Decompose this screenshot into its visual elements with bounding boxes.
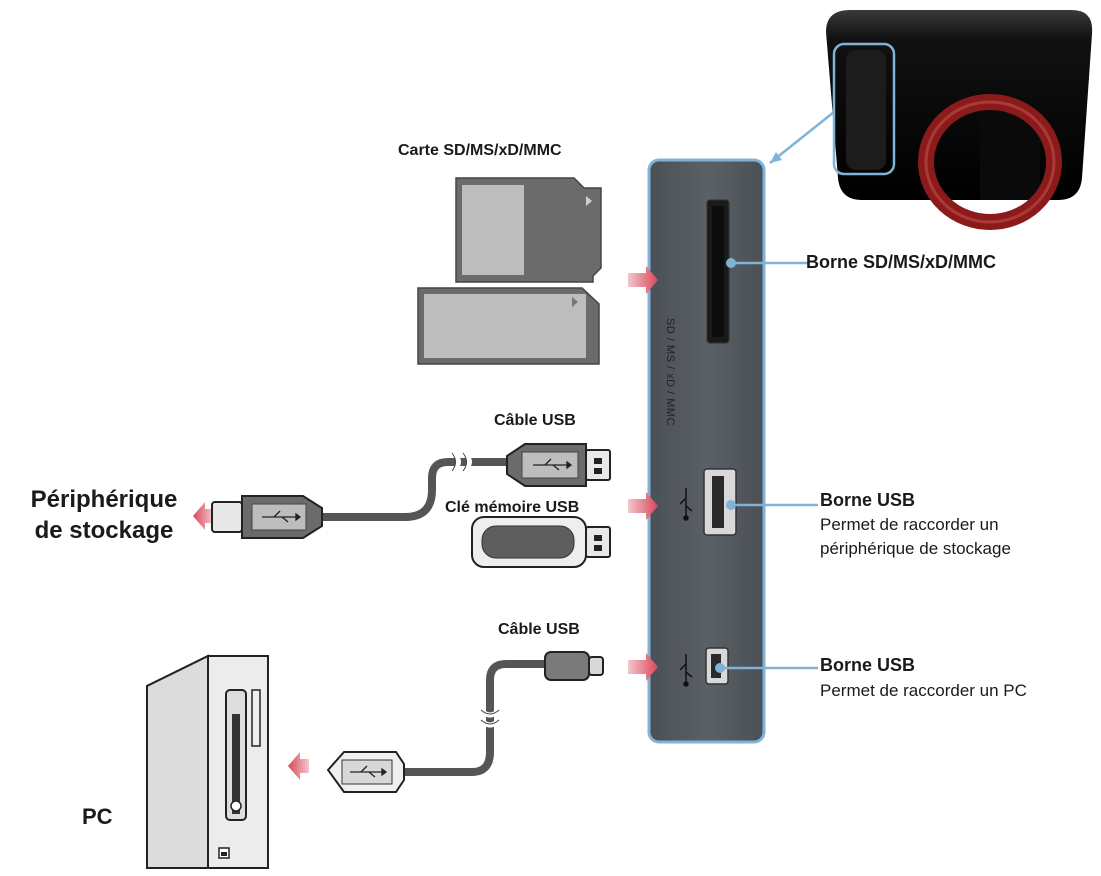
storage-device-line1: Périphérique xyxy=(30,486,178,513)
callout-card-slot-title: Borne SD/MS/xD/MMC xyxy=(806,252,997,272)
callout-usb-host-title: Borne USB xyxy=(820,490,916,510)
usb-cable-pc xyxy=(326,651,604,793)
outbound-arrow xyxy=(288,752,309,780)
usb-symbol-icon xyxy=(679,488,693,521)
usb-key-label: Clé mémoire USB xyxy=(445,499,580,516)
side-port-panel xyxy=(647,158,766,744)
usb-symbol-icon xyxy=(350,765,388,778)
highlight-box xyxy=(832,42,896,176)
outbound-arrow xyxy=(193,502,213,530)
usb-symbol-icon xyxy=(262,510,302,523)
ms-card-icon xyxy=(417,287,600,365)
frame-stand-ring xyxy=(918,94,1062,230)
usb-mini-port xyxy=(705,647,729,685)
card-slot-port xyxy=(706,199,736,344)
usb-a-port xyxy=(703,468,737,536)
pc-tower-icon xyxy=(146,654,269,869)
storage-device-line2: de stockage xyxy=(34,517,174,544)
callout-usb-host-desc-2: périphérique de stockage xyxy=(820,539,1011,558)
callout-usb-device-title: Borne USB xyxy=(820,655,916,675)
usb-memory-key-icon xyxy=(471,516,611,568)
storage-device-label: Périphérique de stockage xyxy=(6,484,202,546)
card-types-label: Carte SD/MS/xD/MMC xyxy=(398,142,562,159)
callout-usb-device-desc: Permet de raccorder un PC xyxy=(820,681,1027,700)
sd-card-icon xyxy=(455,177,602,283)
usb-cable-top-label: Câble USB xyxy=(494,412,576,429)
usb-symbol-icon xyxy=(679,654,693,687)
callout-usb-host-desc-1: Permet de raccorder un xyxy=(820,515,999,534)
pc-label: PC xyxy=(82,804,113,829)
zoom-callout-line xyxy=(769,111,835,164)
insert-arrow xyxy=(628,266,658,294)
usb-symbol-icon xyxy=(533,458,573,471)
card-slot-port-label: SD / MS / xD / MMC xyxy=(664,318,676,426)
usb-cable-bottom-label: Câble USB xyxy=(498,621,580,638)
insert-arrow xyxy=(628,492,658,520)
insert-arrow xyxy=(628,653,658,681)
